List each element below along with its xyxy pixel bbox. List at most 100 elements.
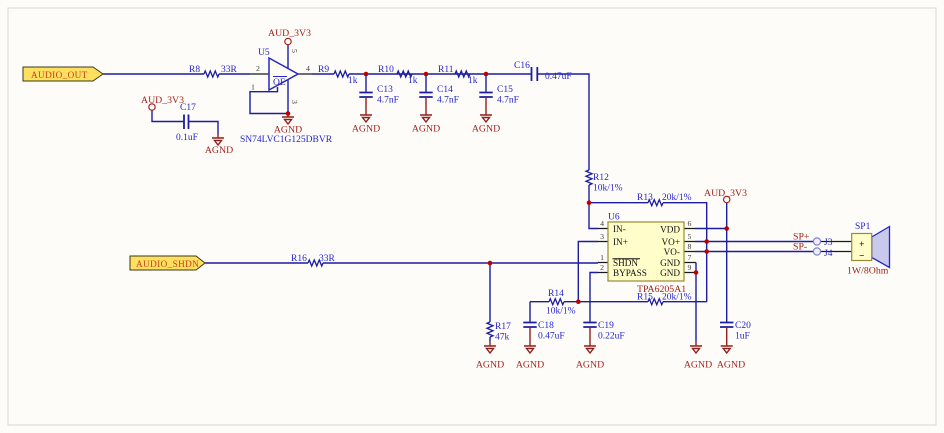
capacitor-ref: C18 <box>538 321 554 331</box>
pad-ref: J3 <box>824 238 833 248</box>
speaker-plus: + <box>859 239 864 249</box>
net-filter-top-wire[interactable] <box>312 73 598 230</box>
pin-number-7: 7 <box>688 253 692 262</box>
net-bypass-wire[interactable] <box>589 271 598 323</box>
test-pad-J4[interactable]: J4 <box>812 247 833 259</box>
net-label-sp-plus[interactable]: SP+ <box>793 232 810 243</box>
capacitor-C19[interactable]: C19 0.22uF <box>583 321 625 346</box>
pin-number-9: 9 <box>688 263 692 272</box>
power-label: AUD_3V3 <box>268 28 311 39</box>
amplifier-U6[interactable]: U6 TPA6205A1 IN- IN+ SHDN BYPASS VDD VO+… <box>600 213 691 296</box>
resistor-value: 20k/1% <box>662 193 692 203</box>
capacitor-value: 0.47uF <box>538 332 565 342</box>
resistor-R9[interactable]: R9 1k <box>318 65 358 86</box>
net-label-sp-minus[interactable]: SP- <box>793 242 807 253</box>
pin-number-3: 3 <box>600 232 604 241</box>
resistor-R12[interactable]: R12 10k/1% <box>584 169 623 194</box>
net-c17-wire[interactable] <box>151 110 219 134</box>
resistor-R10[interactable]: R10 1k <box>378 65 418 86</box>
agnd-port-u5[interactable]: AGND <box>274 113 302 136</box>
agnd-icon <box>690 341 702 355</box>
agnd-icon <box>584 345 596 355</box>
junction-dot <box>483 71 489 77</box>
capacitor-symbol <box>583 321 597 328</box>
agnd-port-c15[interactable]: AGND <box>472 114 500 135</box>
power-circle-icon <box>284 37 292 46</box>
amplifier-ref: U6 <box>608 213 620 223</box>
net-in-plus-wire[interactable] <box>577 240 598 302</box>
capacitor-C16[interactable]: C16 0.47uF <box>514 61 572 82</box>
test-pad-J3[interactable]: J3 <box>812 237 833 248</box>
capacitor-symbol <box>183 114 190 129</box>
pad-circle-icon <box>812 247 822 256</box>
capacitor-symbol <box>359 91 373 98</box>
capacitor-C15[interactable]: C15 4.7nF <box>479 85 519 115</box>
net-c13-riser[interactable] <box>365 74 487 93</box>
port-label: AUDIO_OUT <box>31 70 88 80</box>
resistor-R16[interactable]: R16 33R <box>291 254 336 268</box>
capacitor-value: 4.7nF <box>437 96 459 106</box>
pin-name-in-minus: IN- <box>613 224 626 234</box>
buffer-part-number: SN74LVC1G125DBVR <box>240 135 333 145</box>
speaker-SP1[interactable]: + − SP1 1W/8Ohm <box>847 222 891 277</box>
capacitor-ref: C19 <box>598 321 614 331</box>
capacitor-C13[interactable]: C13 4.7nF <box>359 85 399 115</box>
agnd-icon <box>360 114 372 124</box>
power-port-aud3v3-u6[interactable]: AUD_3V3 <box>704 188 747 204</box>
net-vdd-wire[interactable] <box>695 202 728 323</box>
agnd-label: AGND <box>352 124 380 135</box>
resistor-R17[interactable]: R17 47k <box>485 321 511 343</box>
port-audio-shdn[interactable]: AUDIO_SHDN <box>129 255 206 271</box>
power-port-aud3v3-u5[interactable]: AUD_3V3 <box>268 28 311 46</box>
agnd-port-c13[interactable]: AGND <box>352 114 380 135</box>
pin-name-shdn: SHDN <box>613 258 638 268</box>
capacitor-symbol <box>523 321 537 328</box>
oe-label: OE <box>273 78 286 88</box>
pad-ref: J4 <box>824 249 833 259</box>
port-audio-out[interactable]: AUDIO_OUT <box>22 66 104 82</box>
resistor-ref: R17 <box>495 322 511 332</box>
agnd-icon <box>480 114 492 124</box>
capacitor-value: 0.1uF <box>176 133 198 143</box>
resistor-value: 10k/1% <box>546 307 576 317</box>
capacitor-C14[interactable]: C14 4.7nF <box>419 85 459 115</box>
net-in-minus-feedback[interactable] <box>589 202 708 302</box>
capacitor-ref: C16 <box>514 61 530 71</box>
agnd-port-c17[interactable]: AGND <box>205 134 233 156</box>
agnd-port-r17[interactable]: AGND <box>476 341 504 371</box>
agnd-port-c18[interactable]: AGND <box>516 345 544 371</box>
speaker-minus: − <box>859 251 864 261</box>
resistor-symbol <box>307 258 324 268</box>
junction-dot <box>285 111 291 116</box>
buffer-U5[interactable]: OE U5 SN74LVC1G125DBVR 2 4 1 5 3 <box>240 48 333 145</box>
resistor-ref: R13 <box>637 193 653 203</box>
capacitor-C20[interactable]: C20 1uF <box>720 321 751 346</box>
capacitor-ref: C13 <box>377 85 393 95</box>
power-port-aud3v3-c17[interactable]: AUD_3V3 <box>141 95 184 111</box>
resistor-R14[interactable]: R14 10k/1% <box>546 289 576 317</box>
agnd-icon <box>212 134 224 147</box>
agnd-port-u6-gnd[interactable]: AGND <box>684 341 712 371</box>
resistor-value: 10k/1% <box>593 184 623 194</box>
capacitor-value: 0.22uF <box>598 332 625 342</box>
pin-number-2: 2 <box>256 64 260 73</box>
pin-number-1: 1 <box>251 83 255 92</box>
capacitor-C18[interactable]: C18 0.47uF <box>523 321 565 346</box>
resistor-R11[interactable]: R11 1k <box>438 65 478 86</box>
agnd-label: AGND <box>274 125 302 136</box>
resistor-R8[interactable]: R8 33R <box>189 65 238 79</box>
agnd-port-c14[interactable]: AGND <box>412 114 440 135</box>
net-u5-buffer-wires[interactable] <box>249 44 289 115</box>
capacitor-C17[interactable]: C17 0.1uF <box>176 103 198 143</box>
agnd-port-c19[interactable]: AGND <box>576 345 604 371</box>
resistor-R13[interactable]: R13 20k/1% <box>637 193 692 208</box>
agnd-port-c20[interactable]: AGND <box>717 345 745 371</box>
pin-number-4: 4 <box>306 64 310 73</box>
u6-left-pin-stubs <box>598 227 608 274</box>
resistor-ref: R9 <box>318 65 329 75</box>
resistor-R15[interactable]: R15 20k/1% <box>637 293 692 307</box>
capacitor-ref: C17 <box>180 103 196 113</box>
junction-dot <box>586 200 592 205</box>
